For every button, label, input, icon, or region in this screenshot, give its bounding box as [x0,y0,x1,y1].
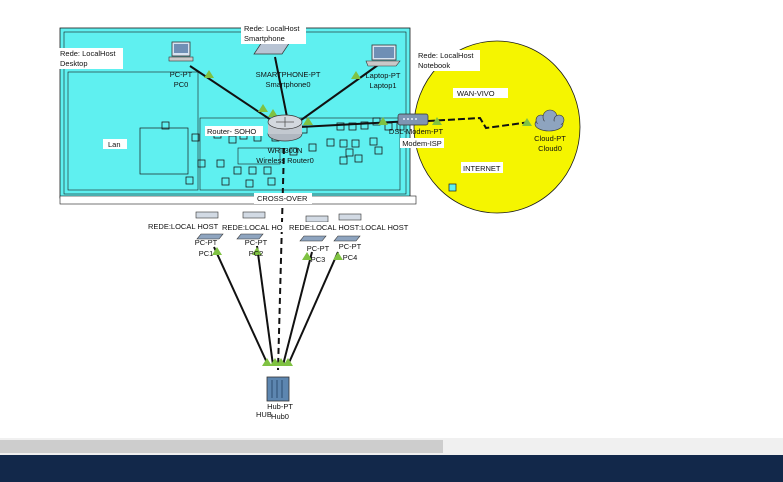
hub0-icon[interactable] [266,376,290,402]
link-laptop-router [289,64,379,129]
pc0-name-label: PC0 [174,80,189,89]
link-indicators [204,70,532,366]
modem-name-label: Modem-ISP [402,139,442,148]
note-smartphone-line1: Rede: LocalHost [244,24,300,33]
note-desktop-line1: Rede: LocalHost [60,49,116,58]
link-modem-cloud [427,116,531,130]
link-router-modem [299,120,413,128]
note-desktop-line2: Desktop [60,59,88,68]
router0-icon[interactable] [267,114,303,142]
wan-label: WAN-VIVO [457,89,495,98]
note-rede-pc1: REDE:LOCAL HOST [148,222,219,231]
note-rede-pc2: REDE:LOCAL HO [222,223,283,232]
lan-cluster [59,27,417,205]
hub-note-label: HUB [256,410,272,419]
pc1-type-label: PC-PT [195,238,218,247]
internet-label: INTERNET [463,164,501,173]
pc1-name-label: PC1 [199,249,214,258]
pc3-type-label: PC-PT [307,244,330,253]
laptop1-type-label: Laptop-PT [365,71,400,80]
link-pc1-hub [213,246,269,366]
pc4-icon[interactable] [333,213,362,242]
pc3-name-label: PC3 [311,255,326,264]
hub0-name-label: Hub0 [271,412,289,421]
cloud0-type-label: Cloud-PT [534,134,566,143]
note-rede-pc4: :LOCAL HOST [359,223,409,232]
pc4-name-label: PC4 [343,253,358,262]
link-smartphone-router [274,56,288,118]
laptop1-name-label: Laptop1 [369,81,396,90]
hub0-type-label: Hub-PT [267,402,293,411]
note-notebook-line1: Rede: LocalHost [418,51,474,60]
horizontal-scrollbar[interactable] [0,438,783,455]
network-topology-canvas[interactable]: Rede: LocalHost Smartphone Rede: LocalHo… [0,0,783,438]
pc1-icon[interactable] [195,211,224,240]
link-router-hub-crossover [277,147,285,371]
scrollbar-thumb[interactable] [0,440,443,453]
modem-icon[interactable] [397,113,429,126]
bottom-toolbar [0,455,783,482]
link-pc2-hub [256,245,274,366]
lan-label: Lan [108,140,121,149]
note-smartphone-line2: Smartphone [244,34,285,43]
link-pc4-hub [287,251,339,366]
pc2-type-label: PC-PT [245,238,268,247]
smartphone0-name-label: Smartphone0 [265,80,310,89]
modem-type-label: DSL-Modem-PT [389,127,444,136]
note-rede-pc3: REDE:LOCAL HOST [289,223,360,232]
pc2-icon[interactable] [236,211,266,240]
router-soho-label: Router- SOHO [207,127,256,136]
pc2-name-label: PC2 [249,249,264,258]
router0-type-label: WRT300N [268,146,303,155]
links [189,56,531,371]
cloud0-icon[interactable] [534,109,565,132]
link-pc3-hub [282,251,313,366]
cloud0-name-label: Cloud0 [538,144,562,153]
pc0-icon[interactable] [168,41,194,62]
smartphone0-type-label: SMARTPHONE-PT [256,70,321,79]
pc0-type-label: PC-PT [170,70,193,79]
cross-over-label: CROSS-OVER [257,194,308,203]
pc4-type-label: PC-PT [339,242,362,251]
router0-name-label: Wireless Router0 [256,156,314,165]
note-notebook-line2: Notebook [418,61,450,70]
laptop1-icon[interactable] [365,44,401,67]
